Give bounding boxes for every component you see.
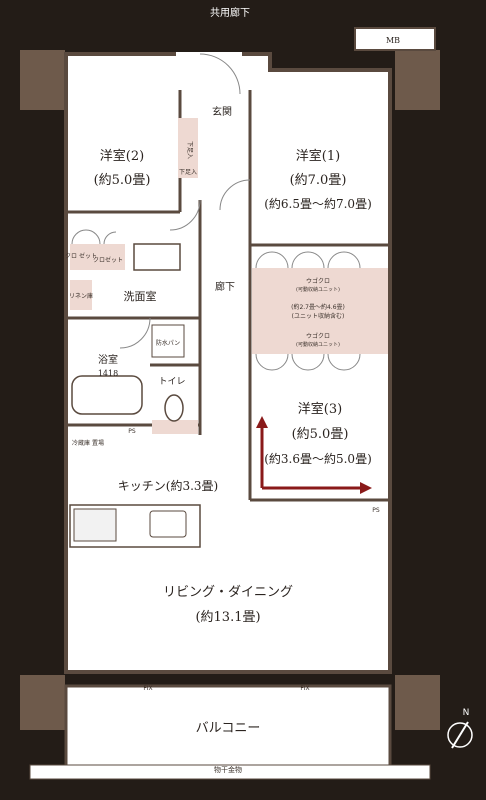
sink-icon <box>149 510 187 538</box>
fix2-label: FIX <box>300 685 309 692</box>
kitchen-label: キッチン(約3.3畳) <box>118 478 218 493</box>
wcl-bot-line2: (可動収納ユニット) <box>296 341 340 348</box>
linen-label: リネン庫 <box>69 292 93 300</box>
balcony-label: バルコニー <box>196 721 261 736</box>
interior-walls <box>66 90 390 502</box>
toilet-storage <box>152 420 198 434</box>
laundry-label: 物干金物 <box>214 765 242 774</box>
balcony-rail <box>29 764 431 780</box>
washer-pan-icon <box>151 324 185 358</box>
compass-icon <box>447 721 473 749</box>
compass-label: N <box>463 708 470 718</box>
column-bottom-right <box>395 675 440 730</box>
entrance-label: 玄関 <box>212 105 232 118</box>
shoe-box-label: 下足入 <box>186 141 193 159</box>
western3-name: 洋室(3) <box>298 401 342 417</box>
western3-size: (約5.0畳) <box>292 427 349 442</box>
hallway-label: 廊下 <box>215 280 235 293</box>
closet-doors <box>71 179 361 371</box>
closet2-label: クロゼット <box>93 256 123 264</box>
wcl-bot-line1: ウゴクロ <box>306 332 330 340</box>
washbasin-icon <box>133 243 181 271</box>
movable-closet-area <box>252 268 388 354</box>
living-size: (約13.1畳) <box>195 610 260 625</box>
wcl-top-line1: ウゴクロ <box>306 277 330 285</box>
western1-size: (約7.0畳) <box>290 173 347 188</box>
closet-area <box>70 244 125 270</box>
ps1-label: PS <box>128 428 136 435</box>
bathtub-icon <box>71 375 143 415</box>
column-bottom-left <box>20 675 65 730</box>
wpan-label: 防水パン <box>156 339 180 347</box>
closet1-label: クロ ゼット <box>65 252 97 260</box>
wcl-mid-line2: (ユニット収納含む) <box>292 312 345 320</box>
linen-area <box>70 280 92 310</box>
western1-range: (約6.5畳～約7.0畳) <box>264 196 372 211</box>
entrance-porch <box>176 52 242 92</box>
column-top-right <box>395 50 440 110</box>
stove-icon <box>73 508 117 542</box>
ps2-label: PS <box>372 507 380 514</box>
bathroom-size: 1418 <box>98 369 118 378</box>
variable-size-arrows <box>256 416 372 494</box>
balcony-area <box>64 684 392 772</box>
mb-box <box>354 27 436 51</box>
column-top-left <box>20 50 65 110</box>
entrance-door-swing <box>199 53 241 95</box>
western2-size: (約5.0畳) <box>94 173 151 188</box>
wcl-top-line2: (可動収納ユニット) <box>296 286 340 293</box>
toilet-label: トイレ <box>158 377 185 387</box>
shoe-box-area <box>178 118 198 178</box>
living-name: リビング・ダイニング <box>163 585 293 600</box>
fridge-label: 冷蔵庫 置場 <box>72 439 104 447</box>
washroom-label: 洗面室 <box>124 289 157 303</box>
wcl-mid-line1: (約2.7畳～約4.6畳) <box>291 303 345 311</box>
mb-label: MB <box>386 36 400 45</box>
corridor-label: 共用廊下 <box>210 6 250 19</box>
toilet-icon <box>164 394 184 422</box>
bathroom-name: 浴室 <box>98 353 118 366</box>
shoe-box2-label: 下足入 <box>179 169 197 176</box>
fix1-label: FIX <box>143 685 152 692</box>
western2-name: 洋室(2) <box>100 148 144 164</box>
western1-name: 洋室(1) <box>296 148 340 164</box>
western3-range: (約3.6畳～約5.0畳) <box>264 451 372 466</box>
